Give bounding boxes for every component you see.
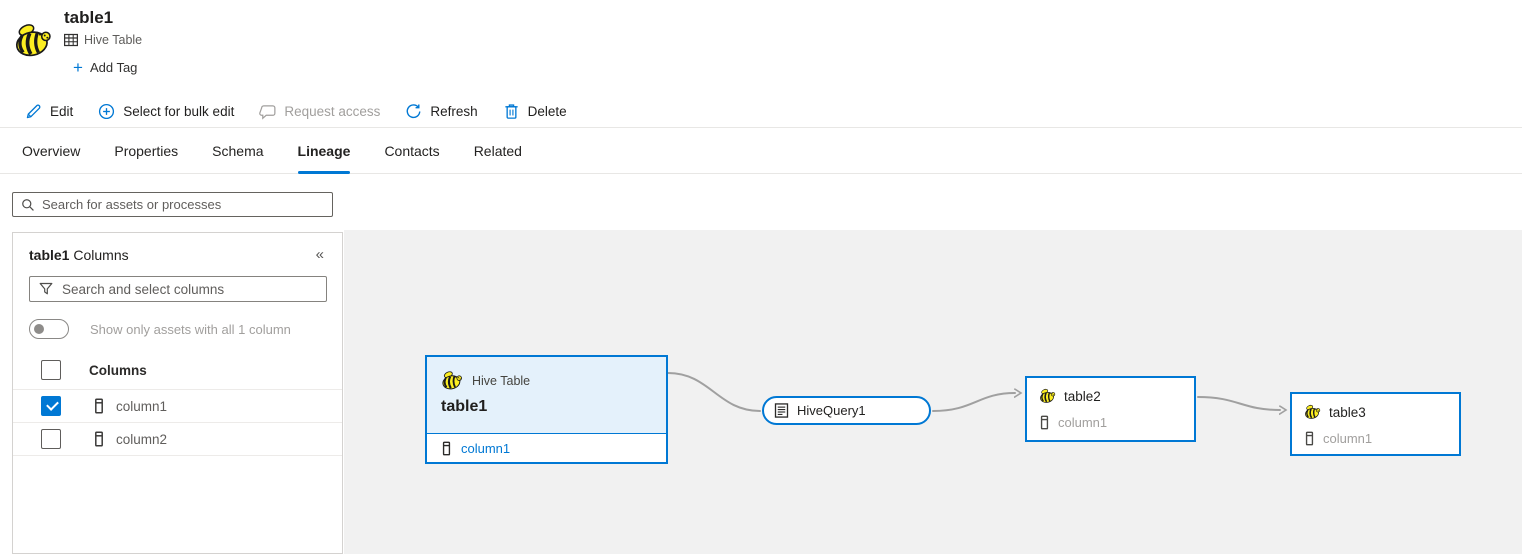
bulk-edit-label: Select for bulk edit	[123, 103, 235, 119]
refresh-button[interactable]: Refresh	[405, 103, 478, 120]
list-item-column1[interactable]: column1	[13, 390, 342, 423]
column-icon	[93, 431, 105, 447]
circle-plus-icon	[99, 103, 115, 119]
process-node-label: HiveQuery1	[797, 403, 866, 418]
tab-schema[interactable]: Schema	[212, 142, 264, 159]
asset-type-row: Hive Table	[64, 33, 142, 47]
node-column-label: column1	[1058, 415, 1108, 430]
column-icon	[1039, 415, 1050, 430]
lineage-node-table3[interactable]: table3 column1	[1290, 392, 1461, 456]
request-access-label: Request access	[284, 103, 381, 119]
hive-bee-icon	[1304, 404, 1321, 420]
lineage-node-table1[interactable]: Hive Table table1 column1	[425, 355, 668, 464]
columns-search-input[interactable]	[62, 281, 317, 297]
lineage-canvas[interactable]: Hive Table table1 column1 Hi	[344, 230, 1522, 554]
plus-icon: +	[73, 57, 83, 77]
comment-icon	[259, 104, 276, 120]
asset-header: table1 Hive Table + Add Tag	[0, 0, 1522, 95]
search-icon	[22, 198, 34, 211]
edge-hivequery1-table2	[932, 393, 1015, 412]
command-bar: Edit Select for bulk edit Request access…	[0, 95, 1522, 128]
node-table1-header: Hive Table table1	[427, 357, 666, 433]
list-item-column2[interactable]: column2	[13, 423, 342, 456]
edit-label: Edit	[50, 103, 74, 119]
lineage-node-table2[interactable]: table2 column1	[1025, 376, 1196, 442]
toggle-label: Show only assets with all 1 column	[90, 321, 291, 337]
columns-search-box[interactable]	[29, 276, 327, 302]
bulk-edit-button[interactable]: Select for bulk edit	[98, 103, 234, 120]
refresh-label: Refresh	[430, 103, 478, 119]
lineage-search-row	[0, 174, 1522, 230]
lineage-node-hivequery1[interactable]: HiveQuery1	[762, 396, 931, 425]
tab-related[interactable]: Related	[473, 142, 522, 159]
column1-checkbox[interactable]	[41, 396, 61, 416]
columns-header-label: Columns	[89, 362, 147, 378]
hive-logo-icon	[13, 22, 53, 59]
node-title: table3	[1329, 404, 1366, 420]
columns-panel: table1 Columns « Show only assets with a…	[12, 232, 343, 554]
refresh-icon	[407, 103, 421, 118]
node-type-label: Hive Table	[472, 373, 531, 388]
node-table1-column1[interactable]: column1	[427, 433, 666, 462]
columns-panel-title: table1 Columns	[29, 246, 129, 263]
page-title: table1	[64, 8, 114, 27]
table-grid-icon	[64, 33, 78, 47]
column2-label: column2	[116, 431, 168, 447]
delete-button[interactable]: Delete	[503, 103, 567, 120]
add-tag-label: Add Tag	[89, 60, 138, 75]
node-table2-column1[interactable]: column1	[1039, 415, 1182, 430]
node-column-label: column1	[461, 440, 511, 456]
select-all-checkbox[interactable]	[41, 360, 61, 380]
node-title: table1	[441, 398, 488, 415]
column-icon	[1304, 431, 1315, 446]
tab-bar: Overview Properties Schema Lineage Conta…	[0, 128, 1522, 174]
show-only-assets-toggle[interactable]	[29, 319, 69, 339]
toggle-knob	[34, 324, 44, 334]
asset-type-label: Hive Table	[84, 33, 143, 47]
script-document-icon	[774, 403, 789, 418]
hive-bee-icon	[1039, 388, 1056, 404]
pencil-icon	[26, 104, 41, 118]
column1-label: column1	[116, 398, 168, 414]
asset-search-box[interactable]	[12, 192, 333, 217]
lineage-content: table1 Columns « Show only assets with a…	[0, 230, 1522, 554]
hive-bee-icon	[441, 370, 463, 391]
delete-label: Delete	[527, 103, 567, 119]
add-tag-button[interactable]: + Add Tag	[73, 57, 142, 77]
edge-table1-hivequery1	[667, 372, 761, 412]
columns-list-header: Columns	[13, 351, 342, 390]
filter-funnel-icon	[39, 282, 53, 295]
tab-lineage[interactable]: Lineage	[288, 128, 361, 174]
tab-properties[interactable]: Properties	[114, 142, 179, 159]
column-icon	[93, 398, 105, 414]
asset-search-input[interactable]	[42, 197, 324, 212]
columns-list: Columns column1 column2	[13, 351, 342, 456]
tab-contacts[interactable]: Contacts	[384, 142, 440, 159]
edit-button[interactable]: Edit	[25, 103, 73, 120]
collapse-panel-button[interactable]: «	[315, 246, 324, 263]
edge-table2-table3	[1197, 396, 1280, 410]
tab-overview[interactable]: Overview	[22, 142, 81, 159]
trash-icon	[505, 103, 518, 119]
lineage-edges	[667, 372, 1522, 554]
node-column-label: column1	[1323, 431, 1373, 446]
node-table3-column1[interactable]: column1	[1304, 431, 1447, 446]
node-title: table2	[1064, 388, 1101, 404]
column-icon	[441, 441, 452, 456]
request-access-button: Request access	[259, 103, 380, 120]
column2-checkbox[interactable]	[41, 429, 61, 449]
